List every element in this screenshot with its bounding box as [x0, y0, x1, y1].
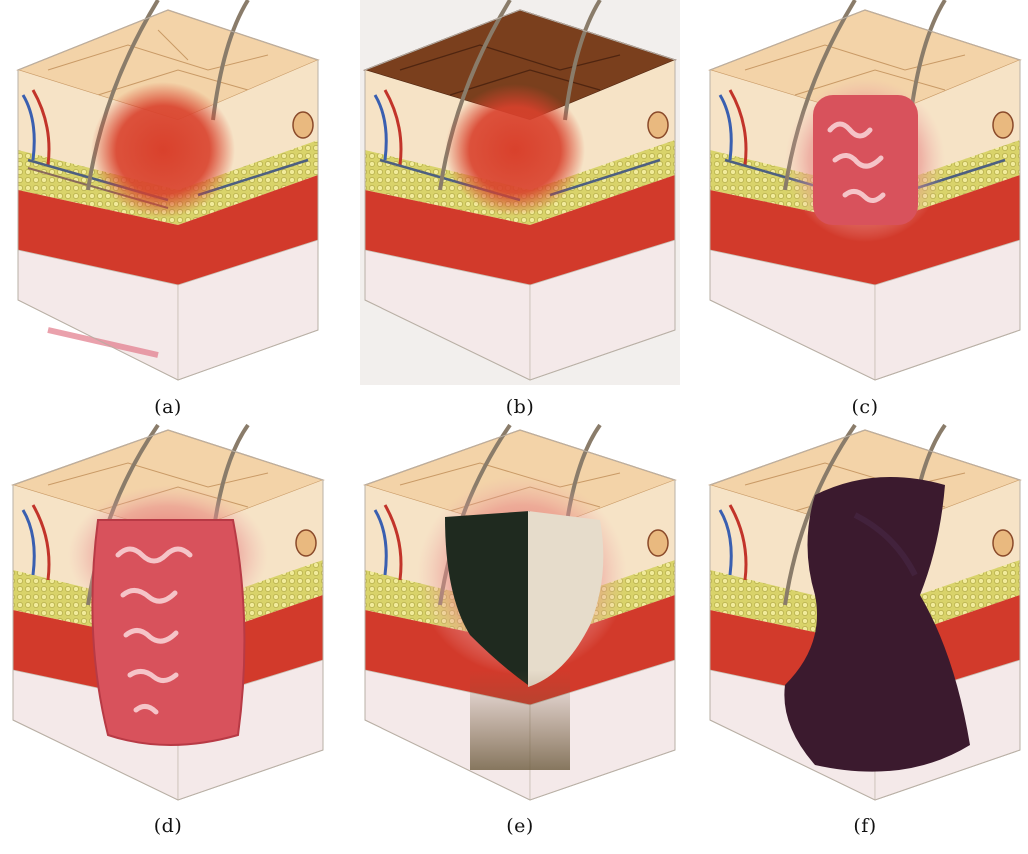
panel-caption: (c): [705, 396, 1025, 418]
skin-cube-with-brown-discoloration-icon: [360, 0, 680, 390]
skin-cube-with-red-erythema-icon: [8, 0, 328, 390]
panel-f: (f): [705, 425, 1025, 845]
panel-caption: (d): [8, 815, 328, 837]
panel-c: (c): [705, 0, 1025, 420]
skin-cube-with-necrotic-tissue-icon: [360, 425, 680, 815]
skin-cube-with-blister-icon: [705, 0, 1025, 390]
panel-caption: (f): [705, 815, 1025, 837]
skin-cube-with-open-wound-icon: [8, 425, 328, 815]
panel-b: (b): [360, 0, 680, 420]
skin-cube-with-deep-tissue-injury-icon: [705, 425, 1025, 815]
panel-d: (d): [8, 425, 328, 845]
panel-a: (a): [8, 0, 328, 420]
panel-caption: (e): [360, 815, 680, 837]
panel-caption: (b): [360, 396, 680, 418]
panel-e: (e): [360, 425, 680, 845]
panel-caption: (a): [8, 396, 328, 418]
